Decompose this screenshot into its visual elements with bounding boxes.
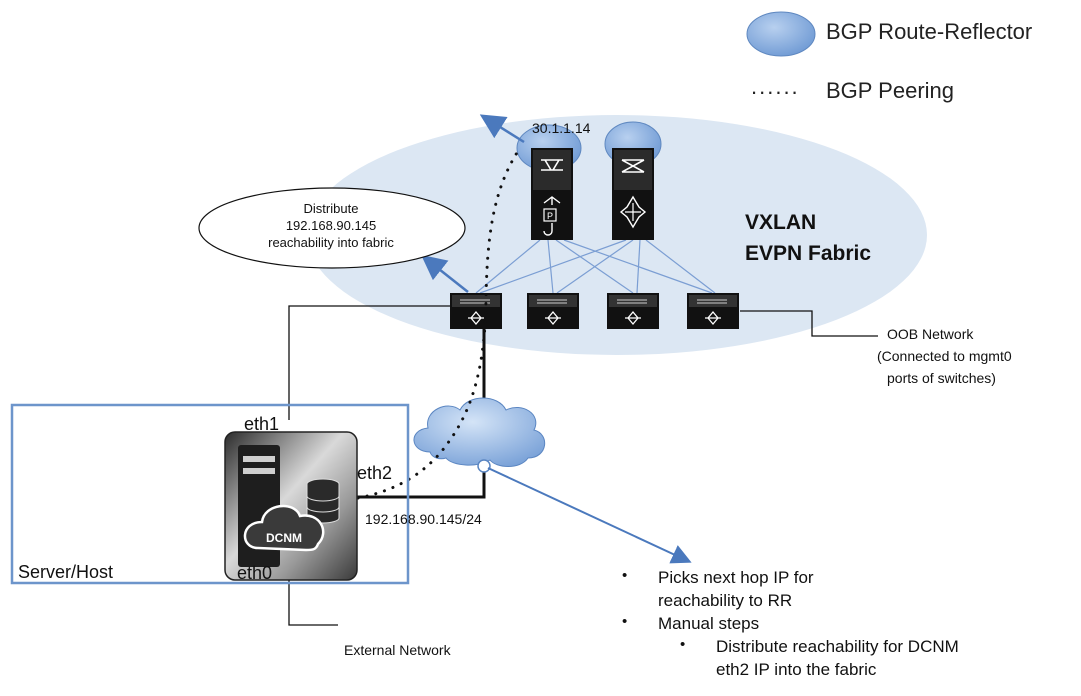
svg-text:P: P: [547, 211, 553, 221]
note-item: • Manual steps: [618, 612, 959, 635]
network-cloud-icon: [413, 397, 545, 467]
oob-line-3: ports of switches): [887, 370, 996, 386]
leaf-switches: [450, 293, 739, 329]
dcnm-server-icon: [224, 431, 358, 581]
callout-text: Distribute 192.168.90.145 reachability i…: [200, 200, 462, 251]
leaf-switch-1: [450, 293, 502, 329]
eth0-label: eth0: [237, 563, 273, 583]
note-item: • Picks next hop IP for reachability to RR: [618, 566, 959, 612]
callout-line-2: 192.168.90.145: [285, 218, 377, 233]
oob-network-line: [740, 310, 878, 337]
notes-list: • Picks next hop IP for reachability to RR…: [618, 566, 959, 681]
eth0-external-line: [288, 578, 338, 626]
legend-rr-icon: [746, 11, 816, 57]
note-line: Picks next hop IP for: [658, 568, 814, 587]
server-host-label: Server/Host: [18, 562, 114, 582]
next-hop-arrow: [487, 467, 692, 564]
rr-ip-label: 30.1.1.14: [532, 120, 591, 136]
spine-switch-1: P: [531, 148, 573, 240]
eth1-mgmt-line: [288, 305, 450, 420]
fabric-title-line1: VXLAN: [745, 211, 817, 234]
callout-line-1: Distribute: [303, 201, 359, 216]
leaf-switch-2: [527, 293, 579, 329]
note-line: reachability to RR: [658, 591, 793, 610]
dcnm-label: DCNM: [266, 531, 302, 545]
callout-arrow: [421, 254, 469, 293]
eth2-data-line: [357, 465, 486, 499]
external-network-label: External Network: [344, 642, 451, 658]
callout-line-3: reachability into fabric: [268, 235, 394, 250]
oob-line-1: OOB Network: [887, 326, 974, 342]
spine-switch-2: [612, 148, 654, 240]
note-line: eth2 IP into the fabric: [716, 660, 877, 679]
oob-line-2: (Connected to mgmt0: [877, 348, 1012, 364]
leaf-switch-4: [687, 293, 739, 329]
legend-peering-dots: ......: [751, 74, 800, 99]
distribute-callout: [198, 187, 466, 269]
eth2-label: eth2: [357, 463, 393, 483]
bgp-peering-path: [356, 146, 522, 500]
server-host-box: [10, 403, 410, 585]
eth2-ip-label: 192.168.90.145/24: [365, 511, 482, 527]
leaf-switch-3: [607, 293, 659, 329]
fabric-title-line2: EVPN Fabric: [745, 242, 872, 265]
rr-ip-arrow: [479, 114, 525, 144]
bullet-icon: •: [622, 567, 628, 584]
legend-peering-label: BGP Peering: [826, 78, 955, 103]
note-line: Manual steps: [658, 614, 760, 633]
legend-rr-label: BGP Route-Reflector: [826, 19, 1033, 44]
note-line: Distribute reachability for DCNM: [716, 637, 959, 656]
bullet-icon: •: [680, 636, 686, 653]
eth1-label: eth1: [244, 414, 280, 434]
note-item: • Distribute reachability for DCNM eth2 IP…: [618, 635, 959, 681]
next-hop-point: [477, 459, 491, 473]
bullet-icon: •: [622, 613, 628, 630]
